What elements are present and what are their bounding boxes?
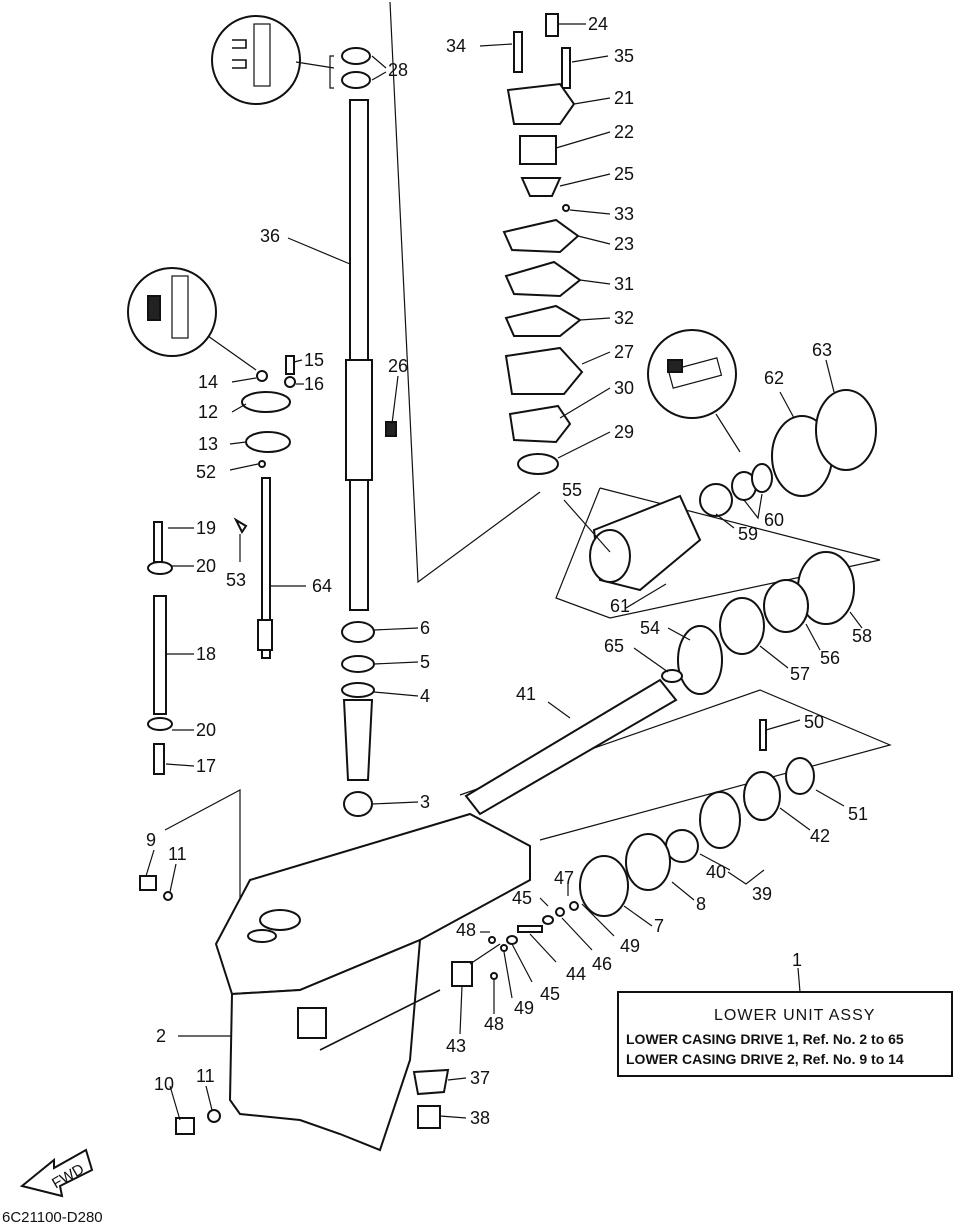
callout-20b: 20 bbox=[196, 720, 216, 740]
callout-11a: 11 bbox=[168, 844, 187, 864]
callout-4: 4 bbox=[420, 686, 430, 706]
callout-31: 31 bbox=[614, 274, 634, 294]
callout-9: 9 bbox=[146, 830, 156, 850]
callout-63: 63 bbox=[812, 340, 832, 360]
callout-29: 29 bbox=[614, 422, 634, 442]
callout-61: 61 bbox=[610, 596, 630, 616]
callout-34: 34 bbox=[446, 36, 466, 56]
callout-1: 1 bbox=[792, 950, 802, 970]
callout-49a: 49 bbox=[514, 998, 534, 1018]
callout-59: 59 bbox=[738, 524, 758, 544]
callout-3: 3 bbox=[420, 792, 430, 812]
callout-7: 7 bbox=[654, 916, 664, 936]
callout-46: 46 bbox=[592, 954, 612, 974]
callout-64: 64 bbox=[312, 576, 332, 596]
bottom-hardware bbox=[139, 875, 450, 1135]
callout-39: 39 bbox=[752, 884, 772, 904]
callout-40: 40 bbox=[706, 862, 726, 882]
detail-circle-28 bbox=[211, 15, 335, 105]
callout-44: 44 bbox=[566, 964, 586, 984]
water-pump-stack bbox=[502, 13, 584, 475]
callout-25: 25 bbox=[614, 164, 634, 184]
shift-rod-assembly bbox=[147, 355, 296, 775]
callout-62: 62 bbox=[764, 368, 784, 388]
callout-38: 38 bbox=[470, 1108, 490, 1128]
detail-circle-14 bbox=[127, 267, 257, 371]
callout-45a: 45 bbox=[512, 888, 532, 908]
callout-27: 27 bbox=[614, 342, 634, 362]
callout-16: 16 bbox=[304, 374, 324, 394]
callout-14: 14 bbox=[198, 372, 218, 392]
callout-57: 57 bbox=[790, 664, 810, 684]
callout-22: 22 bbox=[614, 122, 634, 142]
diagram-code: 6C21100-D280 bbox=[2, 1209, 103, 1226]
callout-13: 13 bbox=[198, 434, 218, 454]
callout-50: 50 bbox=[804, 712, 824, 732]
callout-55: 55 bbox=[562, 480, 582, 500]
callout-labels: 2 3 4 5 6 7 8 9 10 11 11 12 13 14 15 16 … bbox=[146, 14, 872, 1128]
callout-54: 54 bbox=[640, 618, 660, 638]
callout-8: 8 bbox=[696, 894, 706, 914]
legend-line-1: LOWER CASING DRIVE 1, Ref. No. 2 to 65 bbox=[626, 1031, 904, 1047]
callout-15: 15 bbox=[304, 350, 324, 370]
callout-2: 2 bbox=[156, 1026, 166, 1046]
callout-43: 43 bbox=[446, 1036, 466, 1056]
legend-box: LOWER UNIT ASSY LOWER CASING DRIVE 1, Re… bbox=[617, 950, 953, 1077]
callout-30: 30 bbox=[614, 378, 634, 398]
callout-52: 52 bbox=[196, 462, 216, 482]
lower-casing bbox=[214, 812, 531, 1152]
legend-title: LOWER UNIT ASSY bbox=[714, 1007, 875, 1024]
callout-60: 60 bbox=[764, 510, 784, 530]
callout-32: 32 bbox=[614, 308, 634, 328]
drive-shaft-assembly bbox=[341, 47, 397, 817]
callout-12: 12 bbox=[198, 402, 218, 422]
callout-20a: 20 bbox=[196, 556, 216, 576]
callout-45b: 45 bbox=[540, 984, 560, 1004]
callout-23: 23 bbox=[614, 234, 634, 254]
callout-10: 10 bbox=[154, 1074, 174, 1094]
callout-5: 5 bbox=[420, 652, 430, 672]
callout-41: 41 bbox=[516, 684, 536, 704]
shift-plunger-parts bbox=[451, 901, 579, 987]
callout-18: 18 bbox=[196, 644, 216, 664]
callout-21: 21 bbox=[614, 88, 634, 108]
callout-17: 17 bbox=[196, 756, 216, 776]
callout-36: 36 bbox=[260, 226, 280, 246]
callout-56: 56 bbox=[820, 648, 840, 668]
callout-24: 24 bbox=[588, 14, 608, 34]
callout-28: 28 bbox=[388, 60, 408, 80]
fwd-arrow: FWD bbox=[19, 1148, 94, 1198]
callout-19: 19 bbox=[196, 518, 216, 538]
callout-65: 65 bbox=[604, 636, 624, 656]
callout-11b: 11 bbox=[196, 1066, 215, 1086]
callout-49b: 49 bbox=[620, 936, 640, 956]
callout-53: 53 bbox=[226, 570, 246, 590]
callout-48b: 48 bbox=[484, 1014, 504, 1034]
detail-circle-60 bbox=[647, 329, 741, 453]
callout-37: 37 bbox=[470, 1068, 490, 1088]
callout-33: 33 bbox=[614, 204, 634, 224]
callout-58: 58 bbox=[852, 626, 872, 646]
callout-35: 35 bbox=[614, 46, 634, 66]
callout-48a: 48 bbox=[456, 920, 476, 940]
leader-lines bbox=[145, 23, 863, 1121]
callout-42: 42 bbox=[810, 826, 830, 846]
callout-51: 51 bbox=[848, 804, 868, 824]
callout-47: 47 bbox=[554, 868, 574, 888]
callout-6: 6 bbox=[420, 618, 430, 638]
callout-26: 26 bbox=[388, 356, 408, 376]
legend-line-2: LOWER CASING DRIVE 2, Ref. No. 9 to 14 bbox=[626, 1051, 904, 1067]
prop-shaft-assembly bbox=[464, 389, 877, 917]
